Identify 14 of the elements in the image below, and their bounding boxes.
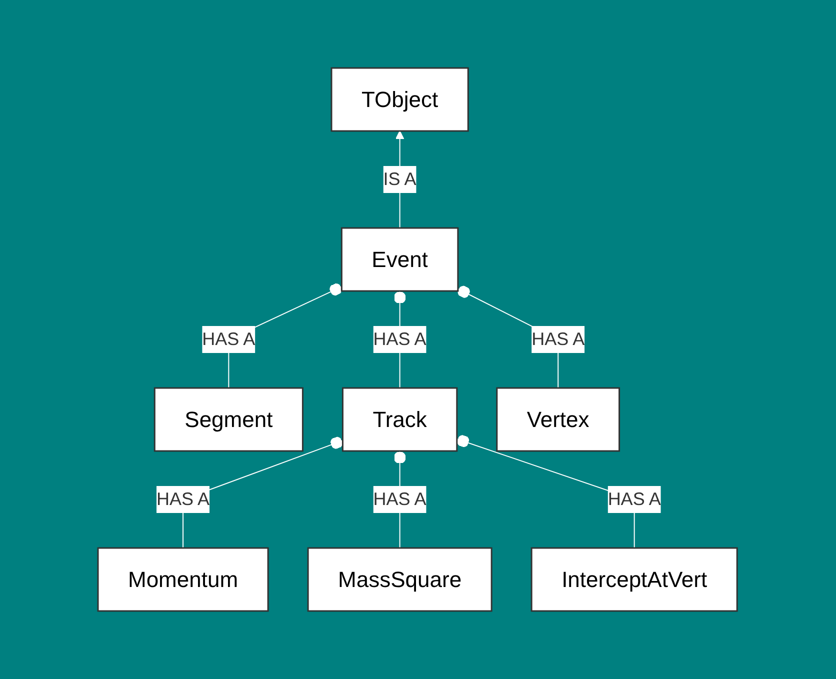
edge-label: HAS A bbox=[374, 329, 427, 349]
edge-label: HAS A bbox=[156, 489, 210, 509]
node-box: MassSquare bbox=[308, 547, 493, 612]
node-box: Vertex bbox=[496, 387, 620, 452]
node-box: Momentum bbox=[98, 547, 270, 612]
node-box: Segment bbox=[154, 387, 304, 452]
node-box: Event bbox=[341, 227, 460, 292]
edge-label: IS A bbox=[384, 169, 417, 189]
node-box: Track bbox=[342, 387, 458, 452]
node-box: TObject bbox=[331, 67, 470, 132]
edge-label: HAS A bbox=[374, 489, 427, 509]
edge-label: HAS A bbox=[202, 329, 256, 349]
edge-label: HAS A bbox=[532, 329, 586, 349]
node-box: InterceptAtVert bbox=[531, 547, 738, 612]
